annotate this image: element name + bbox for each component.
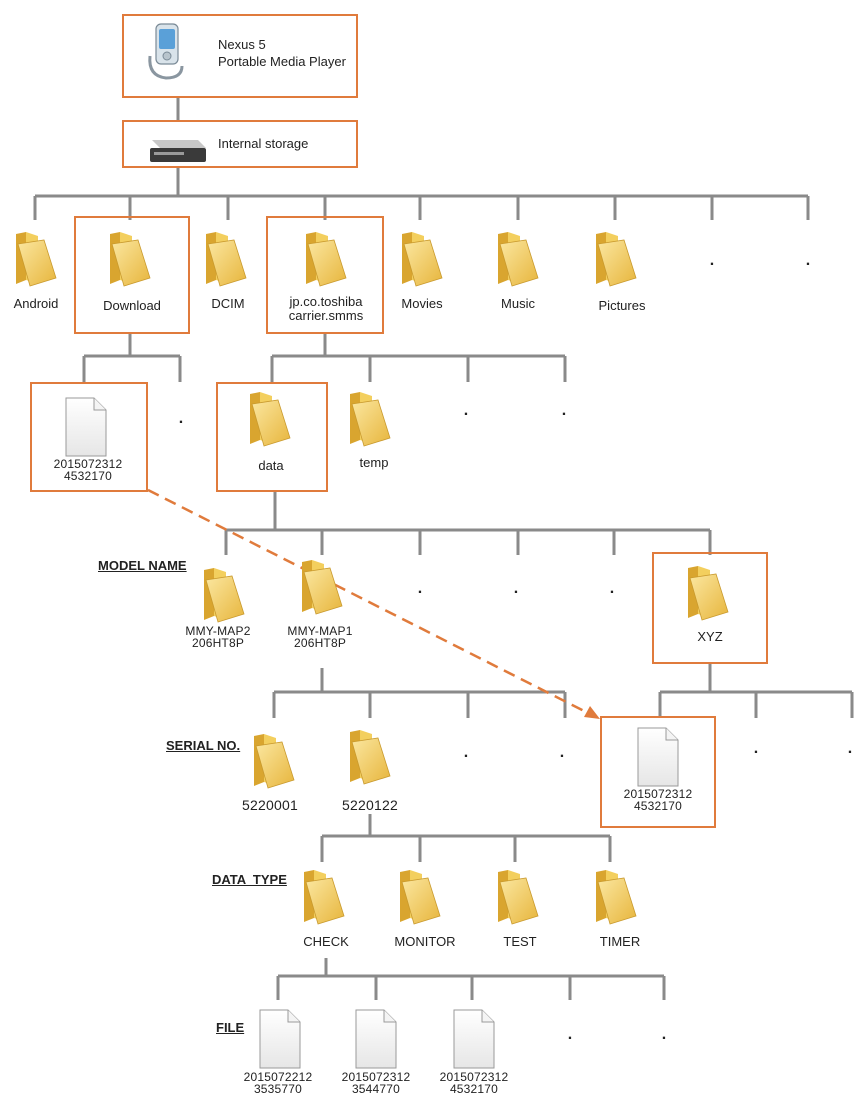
folder-icon-timer (595, 869, 637, 925)
file-label-3: 2015072312 4532170 (439, 1070, 509, 1096)
folder-icon-movies (401, 231, 443, 287)
folder-label-movies: Movies (401, 296, 443, 311)
serial-ellipsis-1: . (463, 744, 469, 761)
copy-arrow (147, 488, 600, 719)
toshiba-box (266, 216, 384, 334)
folder-label-temp: temp (359, 455, 389, 470)
model-ellipsis-3: . (609, 580, 615, 597)
app-ellipsis-1: . (463, 402, 469, 419)
data-box (216, 382, 328, 492)
section-data-type: DATA TYPE (212, 872, 287, 887)
folder-icon-serial-1 (253, 733, 295, 789)
data-type-label-test: TEST (503, 934, 537, 949)
device-name: Nexus 5 (218, 37, 266, 52)
xyz-file-label: 2015072312 4532170 (623, 787, 693, 813)
model-label-1: MMY-MAP2 206HT8P (185, 624, 251, 650)
file-icon-1 (259, 1009, 301, 1069)
media-player-icon (148, 23, 184, 80)
folder-icon-test (497, 869, 539, 925)
folder-icon-check (303, 869, 345, 925)
folder-label-download: Download (103, 298, 161, 313)
serial-ellipsis-2: . (559, 744, 565, 761)
folder-icon-pictures (595, 231, 637, 287)
file-ellipsis-2: . (661, 1026, 667, 1043)
serial-label-1: 5220001 (242, 797, 298, 813)
app-ellipsis-2: . (561, 402, 567, 419)
file-icon-3 (453, 1009, 495, 1069)
device-box (122, 14, 358, 98)
folder-label-toshiba: jp.co.toshiba carrier.smms (288, 294, 364, 323)
device-type: Portable Media Player (218, 54, 346, 69)
folder-label-data: data (258, 458, 284, 473)
model-ellipsis-1: . (417, 580, 423, 597)
file-icon-2 (355, 1009, 397, 1069)
folder-icon-monitor (399, 869, 441, 925)
connectors (33, 98, 854, 1000)
folder-icon-model-1 (203, 567, 245, 623)
section-file: FILE (216, 1020, 245, 1035)
download-file-label: 2015072312 4532170 (53, 457, 123, 483)
serial-label-2: 5220122 (342, 797, 398, 813)
folder-label-dcim: DCIM (211, 296, 245, 311)
file-label-2: 2015072312 3544770 (341, 1070, 411, 1096)
drive-icon (150, 140, 206, 162)
folder-icon-android (15, 231, 57, 287)
folder-label-android: Android (13, 296, 59, 311)
data-type-label-monitor: MONITOR (394, 934, 456, 949)
download-file-box (30, 382, 148, 492)
ellipsis-1: . (709, 252, 715, 269)
data-type-label-timer: TIMER (599, 934, 641, 949)
file-label-1: 2015072212 3535770 (243, 1070, 313, 1096)
folder-icon-music (497, 231, 539, 287)
download-ellipsis: . (178, 410, 184, 427)
storage-label: Internal storage (218, 136, 309, 151)
file-ellipsis-1: . (567, 1026, 573, 1043)
model-label-2: MMY-MAP1 206HT8P (287, 624, 353, 650)
xyz-box (652, 552, 768, 664)
folder-label-xyz: XYZ (697, 629, 723, 644)
xyz-ellipsis-1: . (753, 740, 759, 757)
xyz-file-box (600, 716, 716, 828)
folder-icon-dcim (205, 231, 247, 287)
folder-icon-model-2 (301, 559, 343, 615)
folder-label-pictures: Pictures (598, 298, 646, 313)
section-serial-no: SERIAL NO. (166, 738, 241, 753)
data-type-label-check: CHECK (303, 934, 349, 949)
model-ellipsis-2: . (513, 580, 519, 597)
folder-icon-serial-2 (349, 729, 391, 785)
folder-icon-temp (349, 391, 391, 447)
section-model-name: MODEL NAME (98, 558, 187, 573)
storage-box (122, 120, 358, 168)
download-box (74, 216, 190, 334)
ellipsis-2: . (805, 252, 811, 269)
xyz-ellipsis-2: . (847, 740, 853, 757)
folder-label-music: Music (501, 296, 535, 311)
